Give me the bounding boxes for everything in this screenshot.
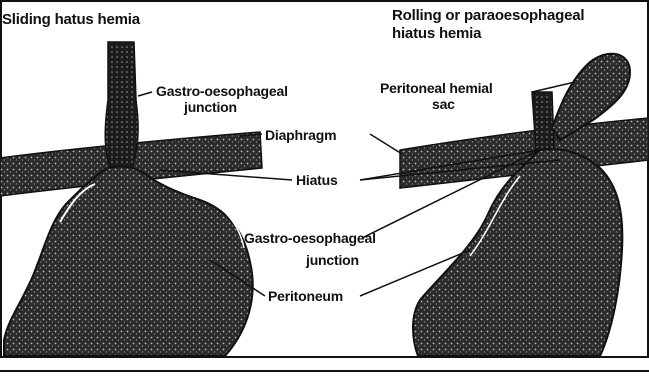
leader-diaphragm-right — [370, 134, 402, 154]
label-peritoneum: Peritoneum — [268, 288, 343, 304]
label-peritoneal-sac-2: sac — [432, 96, 455, 112]
title-sliding: Sliding hatus hemia — [2, 11, 141, 28]
label-gej-left-1: Gastro-oesophageal — [156, 83, 288, 99]
oesophagus-right — [532, 92, 554, 150]
title-rolling-line2: hiatus hemia — [392, 25, 482, 42]
stomach-left — [4, 166, 253, 356]
label-gej-center-1: Gastro-oesophageal — [244, 230, 376, 246]
label-diaphragm: Diaphragm — [265, 127, 336, 143]
leader-gej-left — [138, 92, 152, 96]
label-peritoneal-sac-1: Peritoneal hemial — [380, 80, 493, 96]
oesophagus-left — [105, 42, 138, 168]
label-hiatus: Hiatus — [296, 172, 338, 188]
title-rolling-line1: Rolling or paraoesophageal — [392, 7, 584, 24]
label-gej-center-2: junction — [305, 252, 359, 268]
label-gej-left-2: junction — [183, 99, 237, 115]
